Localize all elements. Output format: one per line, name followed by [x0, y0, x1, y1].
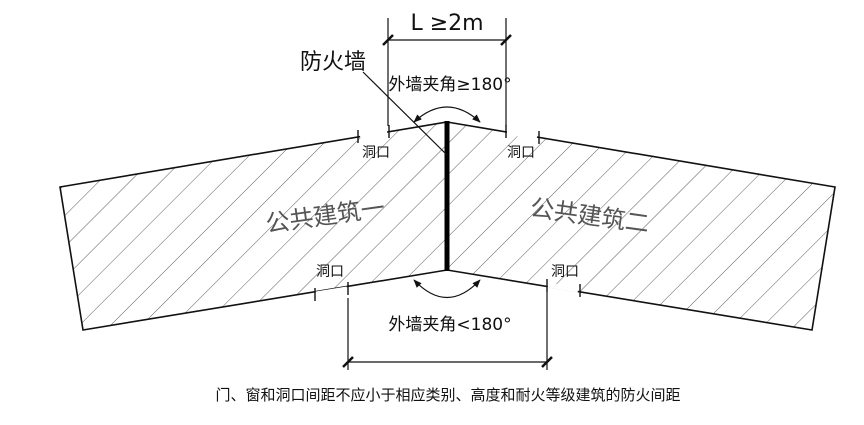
top-dimension: [382, 18, 512, 126]
opening-top-right-label: 洞口: [507, 145, 535, 161]
opening-gaps: [315, 129, 579, 297]
opening-top-left-label: 洞口: [362, 145, 390, 161]
angle-bottom-label: 外墙夹角<180°: [388, 315, 511, 335]
opening-ticks: [314, 125, 581, 301]
opening-bottom-left-label: 洞口: [316, 264, 344, 280]
angle-top-label: 外墙夹角≥180°: [388, 75, 511, 95]
angle-top-arc: [413, 106, 481, 123]
caption: 门、窗和洞口间距不应小于相应类别、高度和耐火等级建筑的防火间距: [215, 386, 680, 404]
dimension-top-label: L ≥2m: [410, 11, 483, 36]
firewall-leader: [362, 71, 448, 156]
bottom-dimension: [342, 292, 553, 370]
angle-bottom-arc: [413, 279, 481, 299]
opening-bottom-right-label: 洞口: [551, 264, 579, 280]
firewall-label: 防火墙: [300, 50, 366, 75]
